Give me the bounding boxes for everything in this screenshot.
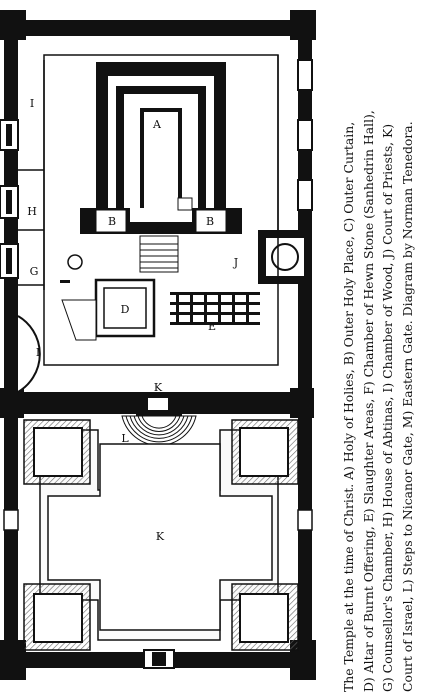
nicanor-gate [121,392,197,446]
label-e: E [208,320,216,333]
right-side-chambers [258,55,313,284]
label-b2: B [206,215,214,228]
caption-line-2: D) Altar of Burnt Offering, E) Slaughter… [360,110,376,692]
laver-circle [67,254,83,270]
label-k1: K [154,381,163,394]
label-a: A [152,118,162,131]
label-j: J [233,256,238,269]
court-of-priests-outline [43,54,279,366]
small-marker [60,280,70,283]
label-c: C [156,224,164,237]
figure-caption: The Temple at the time of Christ. A) Hol… [339,8,419,692]
caption-line-4: Court of Israel, L) Steps to Nicanor Gat… [399,121,415,692]
label-k2: K [156,530,165,543]
label-h: H [27,205,37,218]
label-b1: B [108,215,116,228]
court-of-women [3,419,313,669]
sanctuary-steps [139,235,179,273]
label-i2: I [36,346,40,359]
label-l: L [121,432,129,445]
label-m: M [154,654,165,667]
caption-line-1: The Temple at the time of Christ. A) Hol… [341,121,356,692]
label-g: G [30,265,39,278]
caption-line-3: G) Counsellor's Chamber, H) House of Abt… [380,123,395,692]
altar-of-burnt-offering [61,278,156,341]
label-i1: I [30,97,34,110]
label-d: D [121,303,130,316]
sanctuary [80,62,242,234]
slaughter-area [170,292,260,325]
